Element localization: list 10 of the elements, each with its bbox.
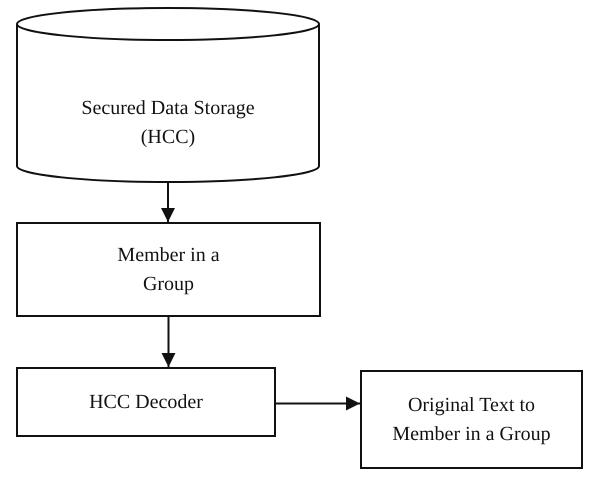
process-box — [360, 370, 583, 469]
node-label: Secured Data Storage (HCC) — [80, 96, 256, 150]
node-label: HCC Decoder — [89, 390, 203, 414]
node-label: Member in a Group — [116, 242, 221, 296]
arrow — [276, 396, 360, 410]
process-box — [16, 367, 276, 437]
process-box — [16, 222, 321, 317]
arrow — [162, 317, 176, 367]
node-label: Original Text to Member in a Group — [391, 392, 552, 446]
arrow — [161, 182, 175, 222]
